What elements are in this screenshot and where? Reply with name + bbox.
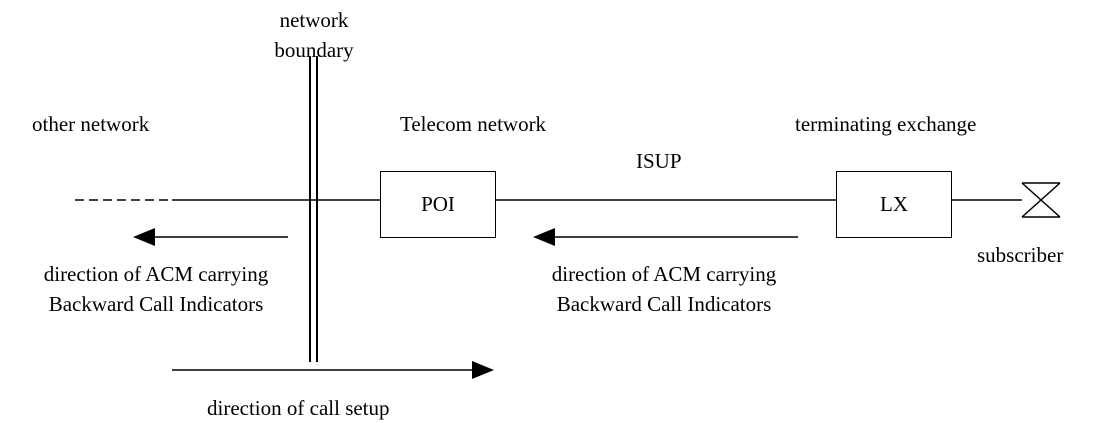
isup-label: ISUP [636, 149, 682, 173]
subscriber-symbol [1021, 182, 1061, 218]
acm-right-line1: direction of ACM carrying [551, 262, 777, 286]
acm-arrow-right [533, 228, 798, 246]
acm-left-line1: direction of ACM carrying [43, 262, 269, 286]
acm-left-line2: Backward Call Indicators [48, 292, 264, 316]
terminating-exchange-label: terminating exchange [795, 112, 977, 136]
call-setup-label: direction of call setup [207, 396, 390, 420]
poi-label: POI [421, 192, 455, 216]
acm-arrow-left [133, 228, 288, 246]
telecom-network-label: Telecom network [400, 112, 547, 136]
boundary-label-line1: network [279, 8, 349, 32]
boundary-label-line2: boundary [274, 38, 354, 62]
other-network-label: other network [32, 112, 150, 136]
call-setup-arrow [172, 361, 494, 379]
lx-label: LX [880, 192, 908, 216]
acm-right-line2: Backward Call Indicators [556, 292, 772, 316]
lx-node: LX [836, 171, 952, 238]
poi-node: POI [380, 171, 496, 238]
subscriber-label: subscriber [977, 243, 1064, 267]
